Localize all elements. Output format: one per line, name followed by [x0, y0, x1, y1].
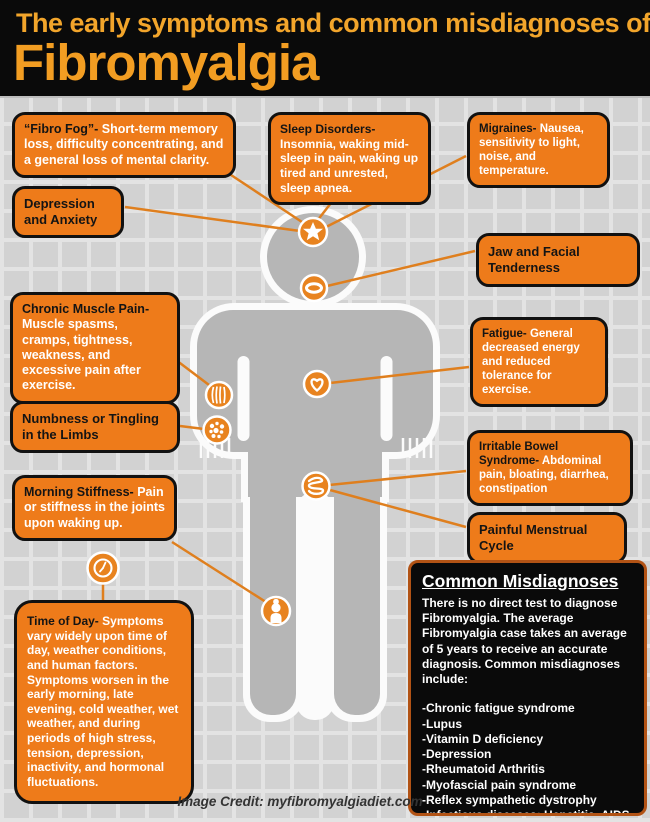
image-credit: Image Credit: myfibromyalgiadiet.com [177, 794, 423, 809]
page-title: Fibromyalgia [13, 34, 319, 91]
callout-sleep-disorders: Sleep Disorders- Insomnia, waking mid-sl… [268, 112, 431, 206]
page-subtitle: The early symptoms and common misdiagnos… [16, 8, 650, 38]
callout-fatigue: Fatigue- General decreased energy and re… [470, 317, 608, 408]
callout-chronic-muscle-pain: Chronic Muscle Pain- Muscle spasms, cram… [10, 292, 180, 404]
misdiagnoses-title: Common Misdiagnoses [422, 571, 619, 591]
callout-body: General decreased energy and reduced tol… [482, 328, 580, 397]
callout-title: Depression and Anxiety [24, 196, 98, 227]
callout-migraines: Migraines- Nausea, sensitivity to light,… [467, 112, 610, 189]
intestine-icon [301, 471, 331, 501]
misdiagnosis-item: -Infectious diseases: Hepatitis, AIDS [422, 808, 630, 816]
tingling-dots-icon [202, 415, 232, 445]
misdiagnosis-item: -Vitamin D deficiency [422, 731, 544, 746]
callout-jaw-tenderness: Jaw and Facial Tenderness [476, 233, 640, 287]
misdiagnoses-panel: Common Misdiagnoses There is no direct t… [408, 560, 647, 816]
callout-menstrual-cycle: Painful Menstrual Cycle [467, 512, 627, 564]
title-banner: The early symptoms and common misdiagnos… [0, 0, 650, 98]
callout-body: Abdominal pain, bloating, diarrhea, cons… [479, 455, 609, 496]
callout-title: Painful Menstrual Cycle [479, 522, 588, 553]
star-icon [297, 216, 329, 248]
callout-title: Sleep Disorders- [280, 122, 376, 136]
callout-title: Numbness or Tingling in the Limbs [22, 411, 159, 442]
mouth-icon [299, 273, 329, 303]
misdiagnosis-item: -Rheumatoid Arthritis [422, 762, 545, 777]
callout-title: Chronic Muscle Pain- [22, 302, 150, 316]
callout-body: Nausea, sensitivity to light, noise, and… [479, 123, 584, 178]
misdiagnosis-item: -Chronic fatigue syndrome [422, 701, 575, 716]
callout-title: Migraines- [479, 123, 537, 135]
callout-morning-stiffness: Morning Stiffness- Pain or stiffness in … [12, 475, 177, 541]
heart-icon [302, 369, 332, 399]
muscle-fibers-icon [204, 380, 234, 410]
callout-title: “Fibro Fog”- [24, 122, 99, 136]
callout-title: Fatigue- [482, 328, 527, 340]
clock-icon [86, 551, 120, 585]
callout-body: Symptoms vary widely upon time of day, w… [27, 614, 179, 789]
callout-title: Time of Day- [27, 614, 99, 628]
misdiagnoses-intro: There is no direct test to diagnose Fibr… [422, 596, 627, 687]
callout-body: Insomnia, waking mid-sleep in pain, waki… [280, 136, 419, 195]
callout-title: Jaw and Facial Tenderness [488, 244, 580, 275]
joint-icon [260, 595, 292, 627]
misdiagnosis-item: -Depression [422, 747, 492, 762]
callout-title: Irritable Bowel Syndrome- [479, 441, 559, 468]
misdiagnosis-item: -Lupus [422, 716, 462, 731]
misdiagnosis-item: -Reflex sympathetic dystrophy [422, 792, 597, 807]
callout-time-of-day: Time of Day- Symptoms vary widely upon t… [14, 600, 194, 804]
wrist-fringe [199, 438, 433, 458]
callout-numbness-tingling: Numbness or Tingling in the Limbs [10, 401, 180, 453]
callout-body: Short-term memory loss, difficulty conce… [24, 122, 224, 167]
callout-ibs: Irritable Bowel Syndrome- Abdominal pain… [467, 430, 633, 507]
callout-fibro-fog: “Fibro Fog”- Short-term memory loss, dif… [12, 112, 236, 178]
callout-title: Morning Stiffness- [24, 485, 134, 499]
callout-depression-anxiety: Depression and Anxiety [12, 186, 124, 238]
misdiagnosis-item: -Myofascial pain syndrome [422, 777, 577, 792]
callout-body: Pain or stiffness in the joints upon wak… [24, 485, 165, 530]
callout-body: Muscle spasms, cramps, tightness, weakne… [22, 317, 141, 393]
